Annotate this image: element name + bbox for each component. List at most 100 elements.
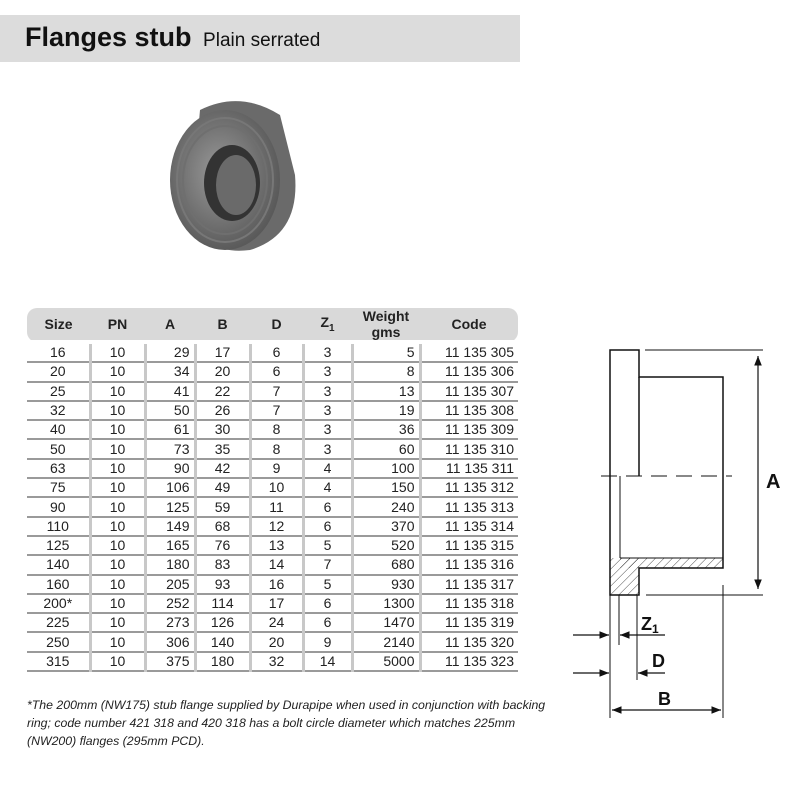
table-cell: 5000 (350, 651, 420, 673)
table-cell: 7 (248, 400, 303, 422)
table-cell: 100 (350, 458, 420, 480)
table-cell: 6 (301, 497, 352, 518)
table-cell: 150 (350, 478, 420, 499)
table-cell: 60 (350, 439, 420, 460)
table-cell: 180 (143, 555, 195, 576)
table-cell: 125 (143, 497, 195, 518)
table-cell: 2140 (350, 632, 420, 653)
table-cell: 90 (143, 458, 195, 480)
table-cell: 20 (193, 362, 250, 383)
table-cell: 11 135 307 (418, 381, 518, 402)
table-cell: 20 (248, 632, 303, 653)
table-cell: 126 (193, 613, 250, 634)
label-a: A (766, 471, 780, 493)
table-cell: 63 (27, 458, 90, 480)
table-cell: 16 (248, 574, 303, 595)
table-cell: 8 (248, 420, 303, 441)
table-cell: 50 (143, 400, 195, 422)
table-cell: 34 (143, 362, 195, 383)
table-cell: 11 135 316 (418, 555, 518, 576)
table-cell: 24 (248, 613, 303, 634)
table-cell: 22 (193, 381, 250, 402)
table-cell: 68 (193, 516, 250, 537)
table-cell: 7 (301, 555, 352, 576)
table-cell: 10 (248, 478, 303, 499)
table-cell: 11 135 320 (418, 632, 518, 653)
table-cell: 6 (301, 613, 352, 634)
title-bar (0, 15, 520, 62)
table-cell: 16 (27, 339, 90, 364)
table-cell: 6 (248, 339, 303, 364)
table-cell: 35 (193, 439, 250, 460)
table-cell: 75 (27, 478, 90, 499)
title-subtitle: Plain serrated (203, 30, 321, 51)
table-cell: 93 (193, 574, 250, 595)
table-cell: 90 (27, 497, 90, 518)
table-cell: 4 (301, 458, 352, 480)
table-cell: 3 (301, 420, 352, 441)
table-cell: 25 (27, 381, 90, 402)
table-cell: 49 (193, 478, 250, 499)
table-cell: 10 (88, 420, 145, 441)
page-title: Flanges stub Plain serrated (25, 22, 320, 53)
table-cell: 370 (350, 516, 420, 537)
table-cell: 4 (301, 478, 352, 499)
table-cell: 11 135 317 (418, 574, 518, 595)
table-cell: 5 (350, 339, 420, 364)
table-cell: 40 (27, 420, 90, 441)
table-cell: 32 (248, 651, 303, 673)
table-cell: 6 (301, 593, 352, 615)
table-cell: 3 (301, 400, 352, 422)
table-cell: 165 (143, 535, 195, 557)
table-cell: 76 (193, 535, 250, 557)
table-cell: 10 (88, 458, 145, 480)
table-cell: 14 (301, 651, 352, 673)
table-cell: 10 (88, 362, 145, 383)
table-cell: 200* (27, 593, 90, 615)
column-header: Weight gms (352, 308, 420, 342)
table-cell: 5 (301, 535, 352, 557)
table-cell: 12 (248, 516, 303, 537)
table-cell: 520 (350, 535, 420, 557)
table-cell: 10 (88, 400, 145, 422)
table-cell: 29 (143, 339, 195, 364)
table-cell: 14 (248, 555, 303, 576)
table-cell: 36 (350, 420, 420, 441)
table-cell: 3 (301, 381, 352, 402)
table-cell: 9 (301, 632, 352, 653)
table-cell: 59 (193, 497, 250, 518)
table-cell: 10 (88, 593, 145, 615)
table-cell: 11 135 314 (418, 516, 518, 537)
table-cell: 10 (88, 497, 145, 518)
table-cell: 1470 (350, 613, 420, 634)
table-cell: 140 (27, 555, 90, 576)
label-b: B (658, 689, 671, 709)
table-cell: 114 (193, 593, 250, 615)
table-cell: 10 (88, 516, 145, 537)
table-cell: 17 (193, 339, 250, 364)
table-cell: 11 135 315 (418, 535, 518, 557)
table-cell: 11 135 312 (418, 478, 518, 499)
table-cell: 9 (248, 458, 303, 480)
table-cell: 1300 (350, 593, 420, 615)
column-header: Code (420, 308, 518, 342)
table-cell: 240 (350, 497, 420, 518)
table-cell: 10 (88, 478, 145, 499)
table-cell: 7 (248, 381, 303, 402)
table-cell: 13 (350, 381, 420, 402)
table-cell: 930 (350, 574, 420, 595)
table-cell: 225 (27, 613, 90, 634)
title-main: Flanges stub (25, 22, 192, 52)
flange-dimension-diagram: A Z1 D B (573, 349, 780, 718)
table-cell: 3 (301, 439, 352, 460)
column-header: A (145, 308, 195, 342)
